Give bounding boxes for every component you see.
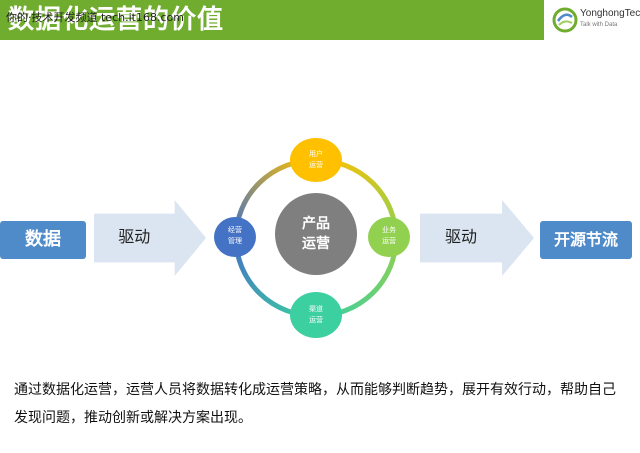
- center-line1: 产品: [302, 216, 330, 232]
- node-chan-line1: 渠道: [309, 305, 323, 313]
- title-bar: 数据化运营的价值 你的·技术开发频道 tech.it168.com Yongho…: [0, 0, 640, 40]
- node-chan-line2: 运营: [309, 316, 323, 324]
- node-mgmt-line2: 管理: [228, 237, 242, 245]
- watermark-text: 你的·技术开发频道 tech.it168.com: [6, 11, 184, 24]
- data-box: 数据: [0, 221, 86, 259]
- page-title: 数据化运营的价值: [8, 5, 225, 35]
- node-biz-line2: 运营: [382, 237, 396, 245]
- node-business-management: 经营 管理: [214, 217, 256, 257]
- node-channel-operations: 渠道 运营: [290, 292, 342, 338]
- node-business-operations: 业务 运营: [368, 217, 410, 257]
- node-product-operations: 产品 运营: [275, 193, 357, 275]
- logo-tagline: Talk with Data: [580, 22, 618, 28]
- yonghong-logo-icon: [552, 7, 578, 33]
- drive-arrow-left-label: 驱动: [118, 227, 151, 246]
- node-user-line1: 用户: [309, 150, 323, 158]
- logo-name: YonghongTech: [580, 8, 640, 19]
- node-user-line2: 运营: [309, 161, 323, 169]
- company-logo: YonghongTech Talk with Data: [544, 0, 640, 40]
- cost-saving-box: 开源节流: [540, 221, 632, 259]
- node-biz-line1: 业务: [382, 226, 396, 234]
- node-mgmt-line1: 经营: [228, 226, 242, 234]
- description-text: 通过数据化运营，运营人员将数据转化成运营策略，从而能够判断趋势，展开有效行动，帮…: [14, 382, 616, 426]
- center-line2: 运营: [302, 236, 330, 252]
- node-user-operations: 用户 运营: [290, 138, 342, 182]
- drive-arrow-right-label: 驱动: [445, 227, 478, 246]
